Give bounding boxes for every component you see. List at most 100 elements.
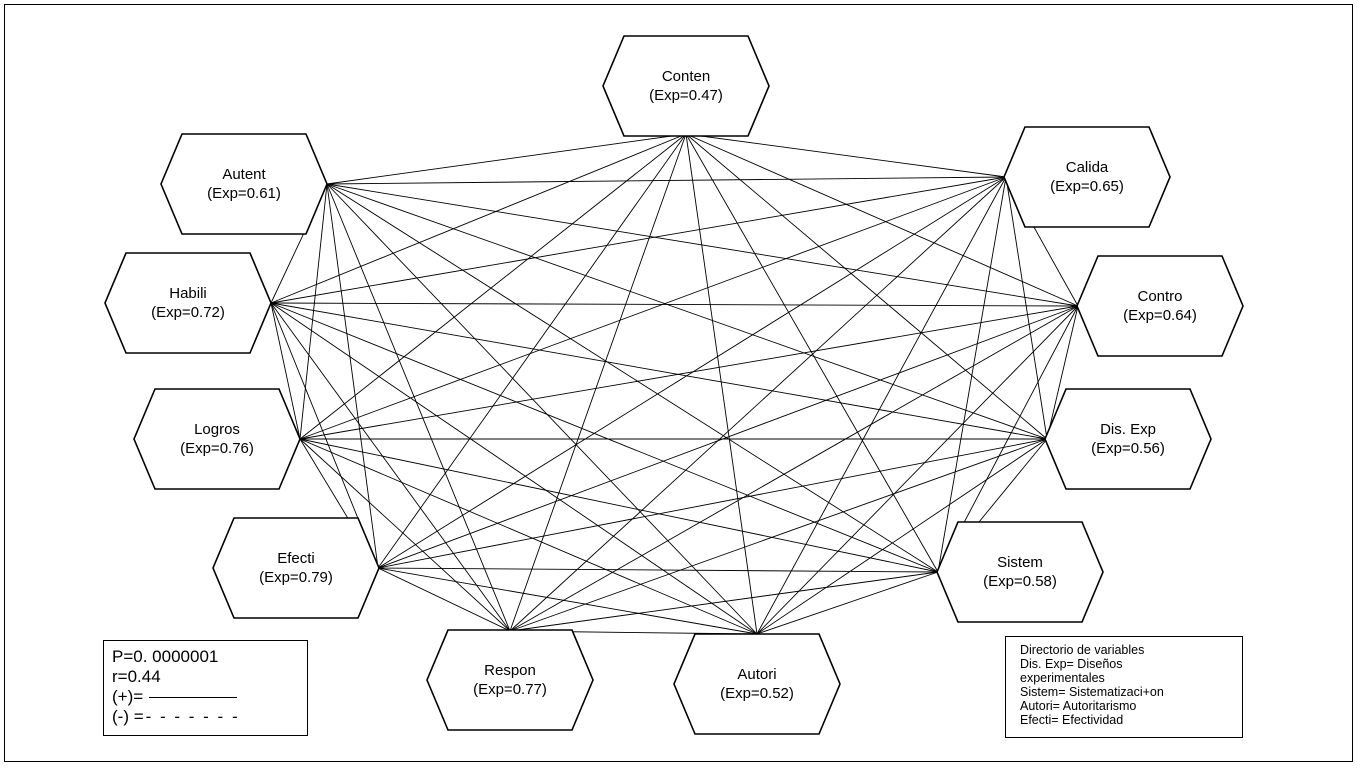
- node-hexagon: [1003, 126, 1171, 228]
- edge-autori-logros: [299, 438, 758, 635]
- edge-sistem-habili: [270, 302, 939, 573]
- p-value: P=0. 0000001: [112, 647, 219, 666]
- node-hexagon: [104, 252, 272, 354]
- edge-disexp-autori: [756, 438, 1048, 635]
- node-exp-value: (Exp=0.64): [1123, 307, 1197, 324]
- node-logros: Logros (Exp=0.76): [133, 388, 301, 490]
- node-name: Respon: [484, 662, 536, 679]
- edge-conten-contro: [685, 133, 1079, 307]
- node-efecti: Efecti (Exp=0.79): [212, 517, 380, 619]
- edge-autori-efecti: [377, 567, 758, 635]
- positive-label: (+)=: [112, 687, 144, 706]
- edge-sistem-respon: [509, 571, 939, 632]
- edge-disexp-respon: [509, 438, 1048, 632]
- node-name: Autent: [222, 166, 266, 183]
- node-name: Contro: [1137, 288, 1182, 305]
- edge-sistem-logros: [299, 438, 939, 573]
- node-name: Sistem: [997, 554, 1043, 571]
- edge-calida-autent: [326, 176, 1007, 185]
- edge-logros-habili: [270, 302, 301, 440]
- node-habili: Habili (Exp=0.72): [104, 252, 272, 354]
- edge-logros-autent: [299, 183, 328, 440]
- edge-calida-disexp: [1005, 176, 1048, 440]
- edge-calida-habili: [270, 176, 1007, 304]
- edge-conten-efecti: [377, 133, 687, 569]
- edge-calida-sistem: [937, 176, 1007, 573]
- directory-line: Sistem= Sistematizaci+on: [1020, 685, 1164, 699]
- edge-conten-logros: [299, 133, 687, 440]
- edge-disexp-habili: [270, 302, 1048, 440]
- edge-contro-habili: [270, 302, 1079, 307]
- node-hexagon: [212, 517, 380, 619]
- edge-respon-logros: [299, 438, 511, 632]
- node-name: Autori: [737, 666, 776, 683]
- node-calida: Calida (Exp=0.65): [1003, 126, 1171, 228]
- node-contro: Contro (Exp=0.64): [1076, 255, 1244, 357]
- node-hexagon: [673, 633, 841, 735]
- edge-contro-efecti: [377, 305, 1079, 569]
- directory-line: Autori= Autoritarismo: [1020, 699, 1137, 713]
- edge-respon-autent: [326, 183, 511, 632]
- node-exp-value: (Exp=0.47): [649, 87, 723, 104]
- node-exp-value: (Exp=0.79): [259, 569, 333, 586]
- edge-respon-habili: [270, 302, 511, 632]
- directory-title: Directorio de variables: [1020, 643, 1145, 657]
- edge-contro-autori: [756, 305, 1079, 635]
- node-respon: Respon(Exp=0.77): [426, 629, 594, 731]
- node-exp-value: (Exp=0.61): [207, 185, 281, 202]
- edge-autori-autent: [326, 183, 758, 635]
- node-exp-value: (Exp=0.52): [720, 685, 794, 702]
- node-exp-value: (Exp=0.56): [1091, 440, 1165, 457]
- node-name: Conten: [662, 68, 710, 85]
- node-hexagon: [1044, 388, 1212, 490]
- edge-conten-habili: [270, 133, 687, 304]
- variable-directory: Directorio de variables Dis. Exp= Diseño…: [1005, 636, 1243, 738]
- figure-frame: [4, 4, 1353, 762]
- edge-disexp-efecti: [377, 438, 1048, 569]
- edge-contro-respon: [509, 305, 1079, 632]
- edge-sistem-efecti: [377, 567, 939, 573]
- negative-legend: (-) = - - - - - - -: [112, 707, 307, 727]
- edge-conten-autori: [685, 133, 758, 635]
- node-exp-value: (Exp=0.72): [151, 304, 225, 321]
- edge-calida-autori: [756, 176, 1007, 635]
- edge-conten-calida: [685, 133, 1007, 178]
- edge-respon-efecti: [377, 567, 511, 632]
- edge-autori-habili: [270, 302, 758, 635]
- statistics-legend: P=0. 0000001 r=0.44 (+)= (-) = - - - - -…: [103, 640, 308, 736]
- edge-calida-efecti: [377, 176, 1007, 569]
- node-exp-value: (Exp=0.65): [1050, 178, 1124, 195]
- edge-calida-respon: [509, 176, 1007, 632]
- node-name: Habili: [169, 285, 207, 302]
- node-hexagon: [936, 521, 1104, 623]
- positive-legend: (+)=: [112, 687, 307, 707]
- node-conten: Conten (Exp=0.47): [602, 35, 770, 137]
- node-name: Efecti: [277, 550, 315, 567]
- edge-contro-disexp: [1046, 305, 1079, 440]
- directory-line: Efecti= Efectividad: [1020, 713, 1124, 727]
- edge-contro-autent: [326, 183, 1079, 307]
- edge-contro-logros: [299, 305, 1079, 440]
- nodes-layer: Conten (Exp=0.47) Calida (Exp=0.65) Contro (E…: [104, 35, 1244, 735]
- dashed-line-sample: - - - - - - -: [145, 707, 240, 726]
- directory-line: Dis. Exp= Diseños: [1020, 657, 1123, 671]
- edge-disexp-autent: [326, 183, 1048, 440]
- node-hexagon: [426, 629, 594, 731]
- edges-layer: [270, 133, 1079, 635]
- node-name: Calida: [1066, 159, 1109, 176]
- node-exp-value: (Exp=0.76): [180, 440, 254, 457]
- node-exp-value: (Exp=0.58): [983, 573, 1057, 590]
- directory-line: experimentales: [1020, 671, 1105, 685]
- node-autent: Autent (Exp=0.61): [160, 133, 328, 235]
- node-hexagon: [160, 133, 328, 235]
- solid-line-sample: [149, 696, 238, 698]
- edge-calida-logros: [299, 176, 1007, 440]
- edge-efecti-autent: [326, 183, 379, 569]
- node-sistem: Sistem (Exp=0.58): [936, 521, 1104, 623]
- node-name: Logros: [194, 421, 240, 438]
- edge-sistem-autori: [756, 571, 939, 635]
- r-value: r=0.44: [112, 667, 161, 686]
- edge-conten-respon: [509, 133, 687, 632]
- edge-conten-disexp: [685, 133, 1048, 440]
